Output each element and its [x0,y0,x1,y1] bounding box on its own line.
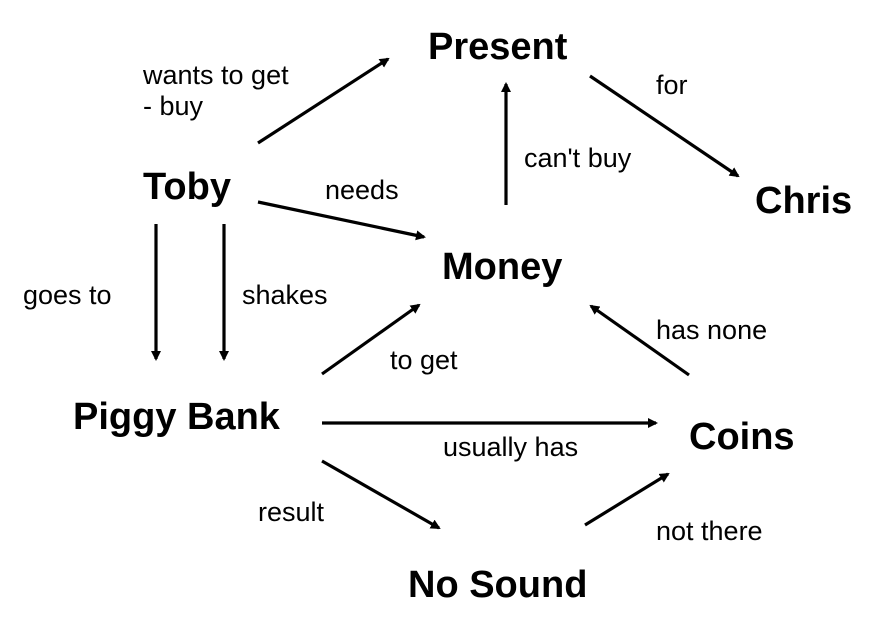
node-chris: Chris [755,180,853,222]
arrow-present-chris [589,74,740,178]
label-toby-present-line2: - buy [143,91,204,122]
arrow-piggy-nosound [321,459,441,530]
label-piggy-nosound: result [258,497,325,527]
label-nosound-coins: not there [656,516,763,546]
node-toby: Toby [143,166,231,208]
node-present: Present [428,26,568,68]
label-coins-money: has none [656,315,768,345]
arrow-toby-present [257,57,390,145]
arrow-toby-money [257,200,426,241]
arrow-nosound-coins [584,472,670,527]
label-toby-present-line1: wants to get [143,60,289,90]
arrow-piggy-money [321,303,421,376]
node-no-sound: No Sound [408,564,588,606]
label-toby-piggy-shakes: shakes [242,280,328,310]
node-piggy-bank: Piggy Bank [73,396,280,438]
label-toby-money: needs [325,175,399,205]
label-piggy-money: to get [390,345,458,375]
node-money: Money [442,246,563,288]
label-toby-piggy-goes: goes to [23,280,112,310]
node-coins: Coins [689,416,795,458]
label-money-present: can't buy [524,143,632,173]
label-present-chris: for [656,70,688,100]
label-toby-present: wants to get - buy [143,60,289,122]
arrow-coins-money [589,304,690,377]
label-piggy-coins: usually has [443,432,579,462]
